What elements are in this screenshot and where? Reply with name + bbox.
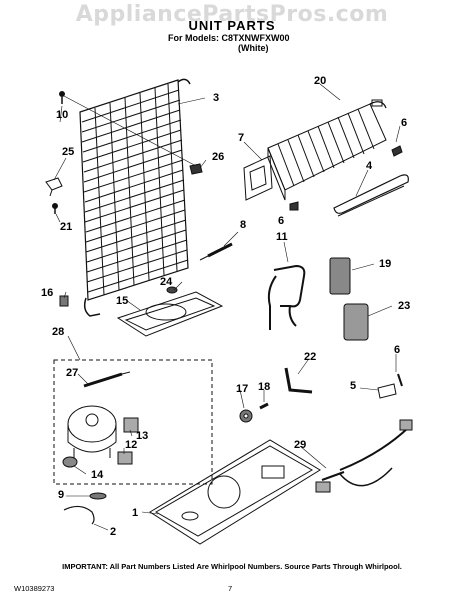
model-variant: (White) — [238, 43, 269, 53]
document-number: W10389273 — [14, 584, 55, 593]
callout-15: 15 — [116, 295, 129, 307]
callout-10: 10 — [56, 109, 69, 121]
callout-8: 8 — [240, 219, 247, 231]
page-title: UNIT PARTS — [188, 18, 276, 33]
evaporator-assembly — [267, 99, 387, 201]
screw-6b — [289, 201, 299, 211]
bolt-18 — [259, 402, 269, 410]
callout-28: 28 — [52, 326, 65, 338]
callout-20: 20 — [314, 75, 327, 87]
screw-21 — [52, 203, 58, 214]
callout-11: 11 — [276, 231, 288, 243]
screw-6a — [391, 145, 403, 157]
compressor — [67, 405, 117, 458]
callout-4: 4 — [366, 160, 373, 172]
condenser-coil — [79, 78, 191, 317]
callout-9: 9 — [58, 489, 65, 501]
callout-14: 14 — [91, 469, 104, 481]
page-number: 7 — [228, 584, 233, 593]
base-plate — [149, 439, 321, 545]
wire-harness — [315, 419, 413, 493]
watermark: AppliancePartsPros.com — [75, 2, 389, 27]
callout-29: 29 — [294, 439, 307, 451]
callout-5: 5 — [350, 380, 357, 392]
callout-16: 16 — [41, 287, 54, 299]
callout-6-mid: 6 — [278, 215, 285, 227]
relay-27 — [83, 371, 131, 388]
defrost-heater — [333, 174, 409, 217]
callout-21: 21 — [60, 221, 73, 233]
callout-18: 18 — [258, 381, 271, 393]
footer-note: IMPORTANT: All Part Numbers Listed Are W… — [62, 562, 402, 571]
capacitor-12 — [117, 451, 133, 465]
callout-12: 12 — [125, 439, 138, 451]
isolator-17 — [239, 409, 253, 423]
callout-26: 26 — [212, 151, 225, 163]
screw-6c — [397, 373, 403, 387]
tube-22 — [284, 367, 313, 394]
compressor-group-box — [53, 359, 213, 485]
clip-25 — [45, 177, 63, 197]
callout-2: 2 — [110, 526, 117, 538]
grommet-14 — [62, 456, 78, 468]
callout-25: 25 — [62, 146, 75, 158]
screw-10 — [59, 91, 65, 104]
callout-1: 1 — [132, 507, 139, 519]
callout-27: 27 — [66, 367, 79, 379]
callout-6-low: 6 — [394, 344, 401, 356]
screw-26 — [189, 163, 203, 175]
drain-pan — [116, 291, 224, 337]
fan-bracket — [243, 155, 273, 201]
drain-tube — [267, 264, 306, 330]
callout-22: 22 — [304, 351, 317, 363]
callout-13: 13 — [136, 430, 149, 442]
insulation-pad-19 — [329, 257, 351, 295]
relay-13 — [123, 417, 139, 433]
callout-24: 24 — [160, 276, 173, 288]
grommet-24 — [166, 286, 178, 294]
callout-6-top: 6 — [401, 117, 408, 129]
insulation-pad-23 — [343, 303, 369, 341]
callout-3: 3 — [213, 92, 220, 104]
callout-19: 19 — [379, 258, 392, 270]
bracket-9 — [89, 492, 107, 500]
thermistor-8 — [199, 242, 233, 261]
leader-lines — [53, 83, 401, 531]
clip-5 — [377, 383, 397, 399]
callout-17: 17 — [236, 383, 249, 395]
callout-7: 7 — [238, 132, 245, 144]
wire-2 — [63, 505, 95, 525]
callout-23: 23 — [398, 300, 411, 312]
clip-16 — [59, 295, 69, 307]
models-line: For Models: C8TXNWFXW00 — [168, 33, 290, 43]
